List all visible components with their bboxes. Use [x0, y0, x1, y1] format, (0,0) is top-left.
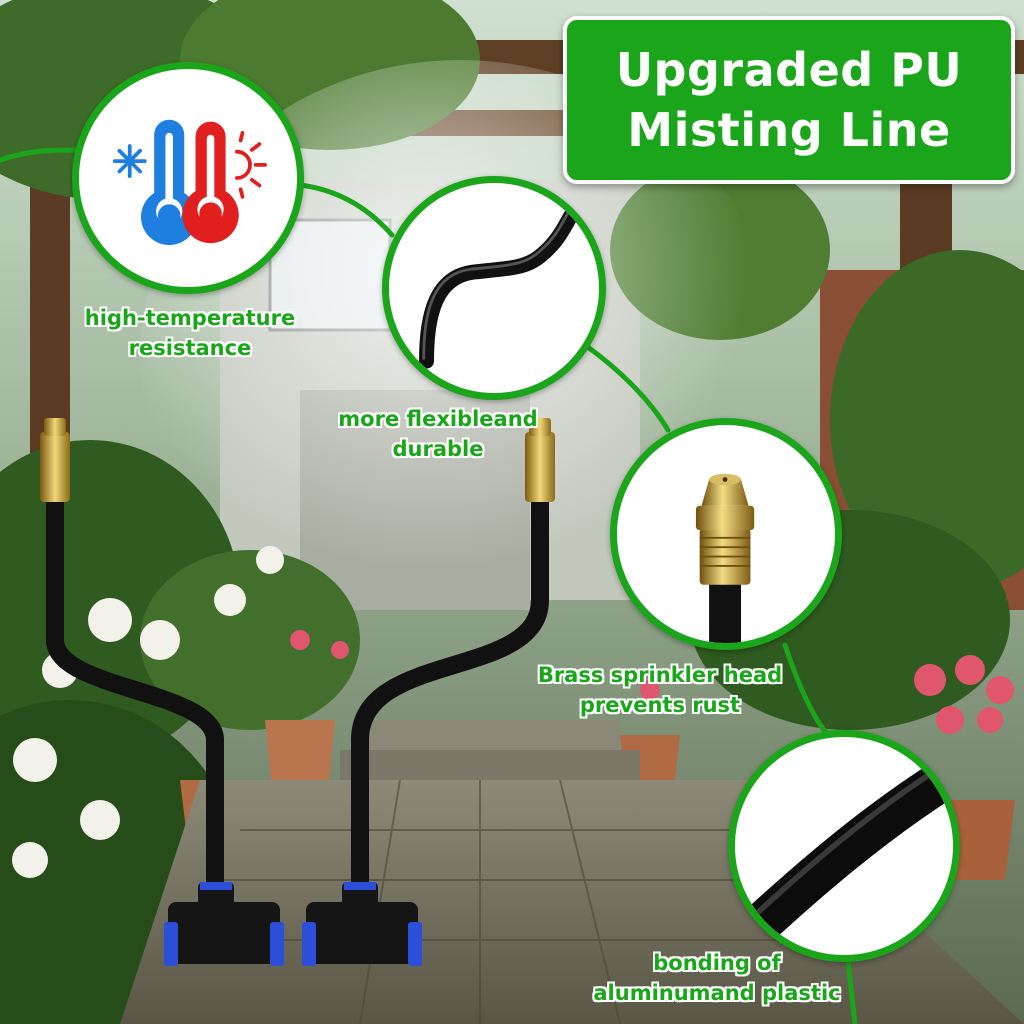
curved-hose-closeup-image	[419, 198, 584, 369]
feature-flexible-label: more flexibleand durable	[338, 407, 538, 461]
brass-nozzle-closeup-image	[695, 473, 755, 643]
snowflake-icon	[112, 144, 147, 178]
feature-temperature-circle	[72, 62, 304, 294]
misting-hose-right	[302, 418, 555, 966]
misting-hose-left	[40, 418, 284, 966]
thermometer-icon	[112, 119, 267, 246]
feature-bonding-label: bonding of aluminumand plastic	[593, 951, 841, 1005]
title-line-2: Misting Line	[627, 103, 951, 157]
feature-flexible-circle	[382, 176, 606, 400]
title-banner: Upgraded PU Misting Line	[563, 16, 1015, 184]
feature-brass-circle	[610, 418, 842, 650]
hose-cross-section-closeup-image	[735, 753, 953, 955]
feature-temperature-label: high-temperature resistance	[84, 306, 296, 360]
sun-icon	[234, 131, 267, 199]
title-line-1: Upgraded PU	[615, 43, 963, 97]
feature-brass-label: Brass sprinkler head prevents rust	[537, 663, 783, 717]
feature-bonding-circle	[728, 730, 960, 962]
